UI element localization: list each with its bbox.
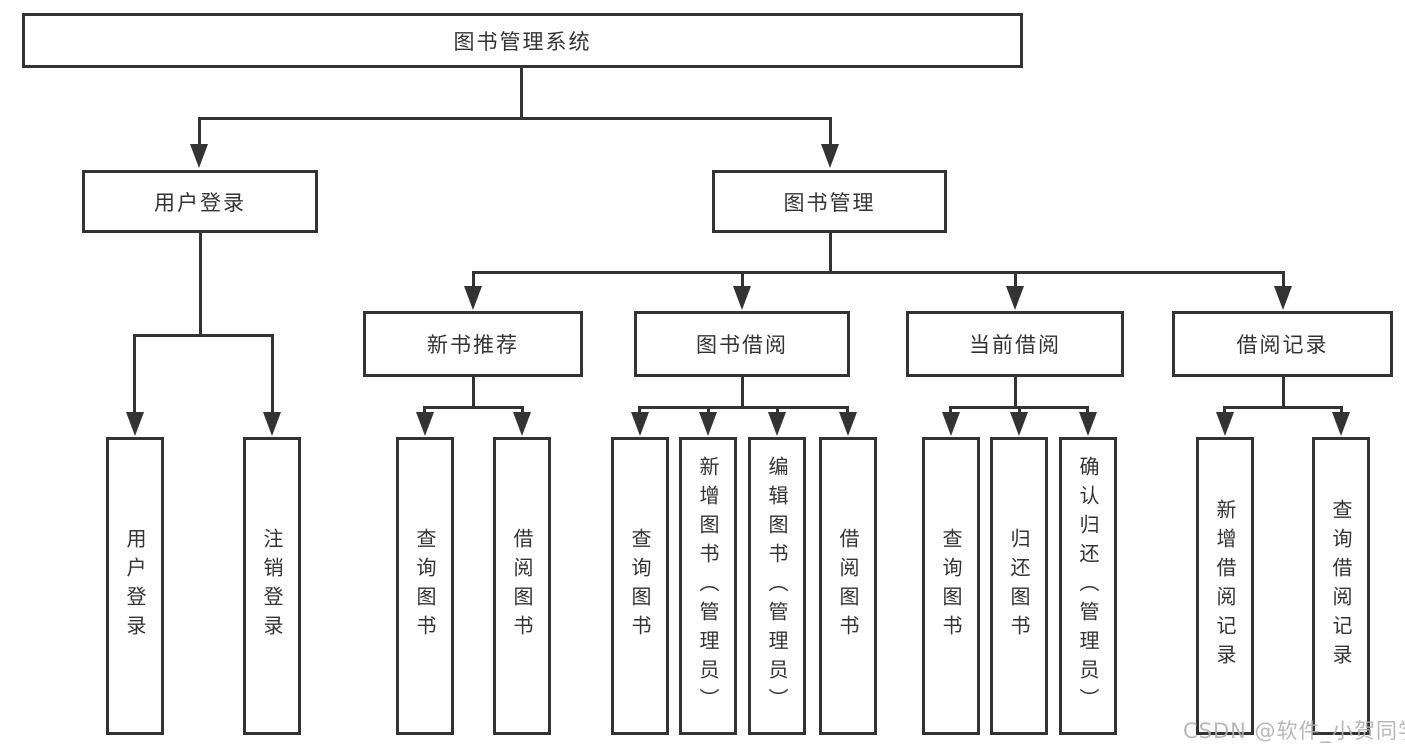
csdn-watermark: CSDN @软件_小贺同学 xyxy=(1183,719,1405,743)
leaf-recommend-query-books: 查询图书 xyxy=(396,437,454,735)
arrow-down-icon xyxy=(513,412,531,436)
connector-line xyxy=(472,271,475,288)
connector-line xyxy=(949,406,952,415)
node-label: 查询图书 xyxy=(413,528,437,644)
node-label: 新增图书（管理员） xyxy=(696,455,720,717)
node-book-borrowing: 图书借阅 xyxy=(634,311,850,377)
leaf-borrow-query-books: 查询图书 xyxy=(611,437,669,735)
leaf-return-books: 归还图书 xyxy=(990,437,1048,735)
arrow-down-icon xyxy=(821,144,839,168)
leaf-add-book-admin: 新增图书（管理员） xyxy=(679,437,737,735)
node-label: 用户登录 xyxy=(154,190,246,215)
node-label: 编辑图书（管理员） xyxy=(765,455,789,717)
connector-line xyxy=(1014,271,1017,288)
node-current-borrowing: 当前借阅 xyxy=(906,311,1124,377)
leaf-query-borrow-record: 查询借阅记录 xyxy=(1312,437,1370,735)
node-label: 当前借阅 xyxy=(969,333,1061,357)
leaf-confirm-return-admin: 确认归还（管理员） xyxy=(1059,437,1117,735)
node-label: 图书管理系统 xyxy=(453,29,592,54)
node-label: 查询借阅记录 xyxy=(1329,499,1353,673)
node-new-book-recommendation: 新书推荐 xyxy=(363,311,583,377)
node-user-login: 用户登录 xyxy=(82,170,318,233)
arrow-down-icon xyxy=(464,286,482,310)
node-label: 用户登录 xyxy=(123,528,147,644)
node-label: 确认归还（管理员） xyxy=(1076,455,1100,717)
connector-line xyxy=(846,406,849,415)
node-library-management-system: 图书管理系统 xyxy=(22,13,1023,68)
arrow-down-icon xyxy=(942,412,960,436)
arrow-down-icon xyxy=(1332,412,1350,436)
connector-line xyxy=(1086,406,1089,415)
arrow-down-icon xyxy=(1006,286,1024,310)
leaf-logout: 注销登录 xyxy=(243,437,301,735)
arrow-down-icon xyxy=(1010,412,1028,436)
connector-line xyxy=(472,271,1284,274)
arrow-down-icon xyxy=(699,412,717,436)
arrow-down-icon xyxy=(190,144,208,168)
connector-line xyxy=(423,406,524,409)
connector-line xyxy=(520,68,523,120)
connector-line xyxy=(472,375,475,408)
node-label: 借阅图书 xyxy=(836,528,860,644)
connector-line xyxy=(741,375,744,408)
arrow-down-icon xyxy=(631,412,649,436)
connector-line xyxy=(1018,406,1021,415)
node-label: 注销登录 xyxy=(260,528,284,644)
node-label: 新增借阅记录 xyxy=(1213,499,1237,673)
connector-line xyxy=(707,406,710,415)
node-label: 图书借阅 xyxy=(696,333,788,357)
connector-line xyxy=(521,406,524,415)
leaf-current-query-books: 查询图书 xyxy=(922,437,980,735)
node-label: 借阅图书 xyxy=(510,528,534,644)
connector-line xyxy=(829,232,832,274)
connector-line xyxy=(1223,406,1226,415)
arrow-down-icon xyxy=(126,412,144,436)
leaf-borrow-books: 借阅图书 xyxy=(819,437,877,735)
connector-line xyxy=(1340,406,1343,415)
leaf-edit-book-admin: 编辑图书（管理员） xyxy=(748,437,806,735)
leaf-user-login: 用户登录 xyxy=(106,437,164,735)
node-borrowing-records: 借阅记录 xyxy=(1172,311,1393,377)
connector-line xyxy=(198,117,832,120)
arrow-down-icon xyxy=(1274,286,1292,310)
arrow-down-icon xyxy=(733,286,751,310)
node-label: 新书推荐 xyxy=(427,333,519,357)
node-label: 图书管理 xyxy=(783,190,876,215)
node-label: 查询图书 xyxy=(628,528,652,644)
node-label: 归还图书 xyxy=(1007,528,1031,644)
connector-line xyxy=(1014,375,1017,408)
connector-line xyxy=(638,406,849,409)
leaf-recommend-borrow-books: 借阅图书 xyxy=(493,437,551,735)
arrow-down-icon xyxy=(768,412,786,436)
node-book-management: 图书管理 xyxy=(712,170,947,233)
connector-line xyxy=(1223,406,1343,409)
connector-line xyxy=(198,117,201,146)
connector-line xyxy=(133,334,136,414)
connector-line xyxy=(1282,375,1285,408)
arrow-down-icon xyxy=(263,412,281,436)
node-label: 借阅记录 xyxy=(1236,333,1329,357)
arrow-down-icon xyxy=(1079,412,1097,436)
arrow-down-icon xyxy=(839,412,857,436)
connector-line xyxy=(271,334,274,414)
node-label: 查询图书 xyxy=(939,528,963,644)
connector-line xyxy=(133,334,274,337)
connector-line xyxy=(1282,271,1285,288)
connector-line xyxy=(638,406,641,415)
leaf-add-borrow-record: 新增借阅记录 xyxy=(1196,437,1254,735)
connector-line xyxy=(829,117,832,146)
arrow-down-icon xyxy=(1216,412,1234,436)
connector-line xyxy=(741,271,744,288)
connector-line xyxy=(776,406,779,415)
arrow-down-icon xyxy=(416,412,434,436)
connector-line xyxy=(423,406,426,415)
connector-line xyxy=(199,232,202,336)
